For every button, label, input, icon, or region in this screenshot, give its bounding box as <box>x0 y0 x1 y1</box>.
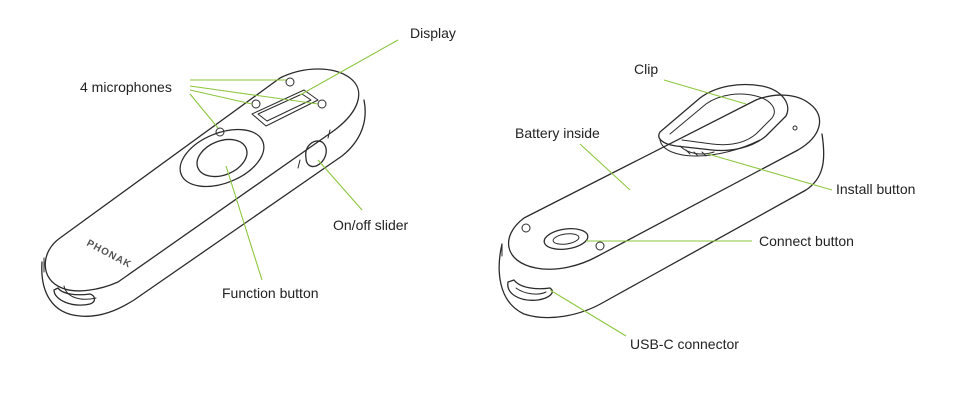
clip <box>658 83 789 152</box>
leader-usb-c <box>549 289 627 337</box>
label-clip: Clip <box>634 61 658 77</box>
display-window-inner <box>257 93 312 122</box>
label-connect-button: Connect button <box>759 233 854 249</box>
front-device-illustration: PHONAK <box>41 68 366 317</box>
indicator-hole <box>792 125 798 131</box>
label-usb-c-connector: USB-C connector <box>630 336 739 352</box>
front-device-top-face <box>44 68 360 292</box>
clip-inner <box>669 93 775 146</box>
install-button-notch <box>685 149 707 157</box>
label-on-off-slider: On/off slider <box>333 217 409 233</box>
slider-mark <box>327 129 331 139</box>
function-button-bezel <box>179 128 265 188</box>
label-battery: Battery inside <box>515 125 600 141</box>
back-device-back-face <box>507 94 821 270</box>
clip-base <box>659 139 761 157</box>
label-function-button: Function button <box>222 285 319 301</box>
brand-logo: PHONAK <box>85 238 134 271</box>
leader-on-off-slider <box>317 159 363 211</box>
slider-indicator <box>297 159 301 169</box>
leader-battery <box>579 143 631 191</box>
usb-c-port <box>507 279 553 301</box>
microphone-hole <box>285 77 295 87</box>
leader-microphone <box>189 93 219 129</box>
leader-display <box>299 39 399 96</box>
label-install-button: Install button <box>836 181 915 197</box>
screw-hole <box>521 223 531 233</box>
label-microphones: 4 microphones <box>80 79 172 95</box>
connect-button <box>543 227 589 251</box>
back-device-illustration <box>498 83 825 319</box>
on-off-slider <box>305 140 327 168</box>
microphone-hole <box>317 99 327 109</box>
leader-install-button <box>707 153 833 191</box>
microphone-hole <box>215 127 225 137</box>
leader-microphone <box>189 89 253 105</box>
back-leader-lines <box>549 79 833 337</box>
back-device-side-rim <box>498 133 825 319</box>
front-device-face-edge <box>63 285 97 300</box>
microphone-hole <box>251 99 261 109</box>
screw-hole <box>595 241 605 251</box>
leader-clip <box>663 79 747 105</box>
display-window <box>251 89 319 127</box>
leader-function-button <box>225 165 263 281</box>
usb-c-port-inner <box>515 287 547 295</box>
connect-button-inner <box>552 233 580 245</box>
leader-microphone <box>189 85 319 105</box>
label-display: Display <box>410 25 456 41</box>
front-usb-port <box>53 287 96 306</box>
front-device-side-rim <box>41 99 366 317</box>
front-leader-lines <box>189 39 399 281</box>
